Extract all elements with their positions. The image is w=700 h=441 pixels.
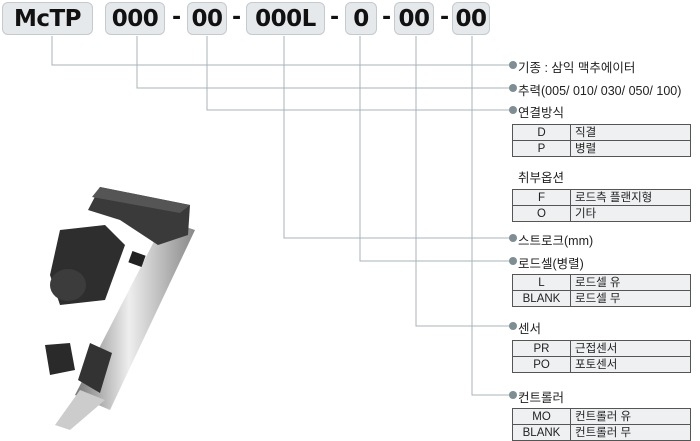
code-cell: F bbox=[512, 189, 571, 206]
code-stroke: 000L bbox=[246, 2, 325, 35]
code-cell: O bbox=[512, 205, 571, 222]
desc-cell: 로드측 플랜지형 bbox=[570, 189, 691, 206]
label-force: 추력(005/ 010/ 030/ 050/ 100) bbox=[518, 84, 682, 98]
code-cell: PO bbox=[512, 356, 571, 373]
separator: - bbox=[440, 5, 450, 30]
desc-cell: 로드셀 유 bbox=[570, 274, 691, 291]
code-model: McTP bbox=[2, 2, 93, 35]
code-cell: BLANK bbox=[512, 424, 571, 441]
desc-cell: 병렬 bbox=[570, 140, 691, 157]
actuator-image bbox=[45, 187, 195, 430]
desc-cell: 컨트롤러 무 bbox=[570, 424, 691, 441]
label-stroke: 스트로크(mm) bbox=[518, 234, 594, 248]
desc-cell: 포토센서 bbox=[570, 356, 691, 373]
separator: - bbox=[382, 5, 392, 30]
separator: - bbox=[232, 5, 242, 30]
code-controller: 00 bbox=[452, 2, 490, 35]
desc-cell: 직결 bbox=[570, 124, 691, 141]
label-connection: 연결방식 bbox=[518, 106, 565, 120]
code-cell: BLANK bbox=[512, 290, 571, 307]
code-cell: L bbox=[512, 274, 571, 291]
desc-cell: 로드셀 무 bbox=[570, 290, 691, 307]
code-cell: MO bbox=[512, 408, 571, 425]
code-loadcell: 0 bbox=[345, 2, 377, 35]
label-mount-option: 취부옵션 bbox=[518, 171, 565, 185]
desc-cell: 컨트롤러 유 bbox=[570, 408, 691, 425]
code-cell: PR bbox=[512, 340, 571, 357]
label-sensor: 센서 bbox=[518, 322, 542, 336]
separator: - bbox=[172, 5, 182, 30]
desc-cell: 기타 bbox=[570, 205, 691, 222]
desc-cell: 근접센서 bbox=[570, 340, 691, 357]
code-sensor: 00 bbox=[394, 2, 434, 35]
label-loadcell: 로드셀(병렬) bbox=[518, 257, 584, 271]
separator: - bbox=[330, 5, 340, 30]
label-model: 기종 : 삼익 맥추에이터 bbox=[518, 61, 636, 75]
code-cell: D bbox=[512, 124, 571, 141]
code-connection: 00 bbox=[187, 2, 227, 35]
code-cell: P bbox=[512, 140, 571, 157]
code-force: 000 bbox=[105, 2, 165, 35]
label-controller: 컨트롤러 bbox=[518, 391, 565, 405]
